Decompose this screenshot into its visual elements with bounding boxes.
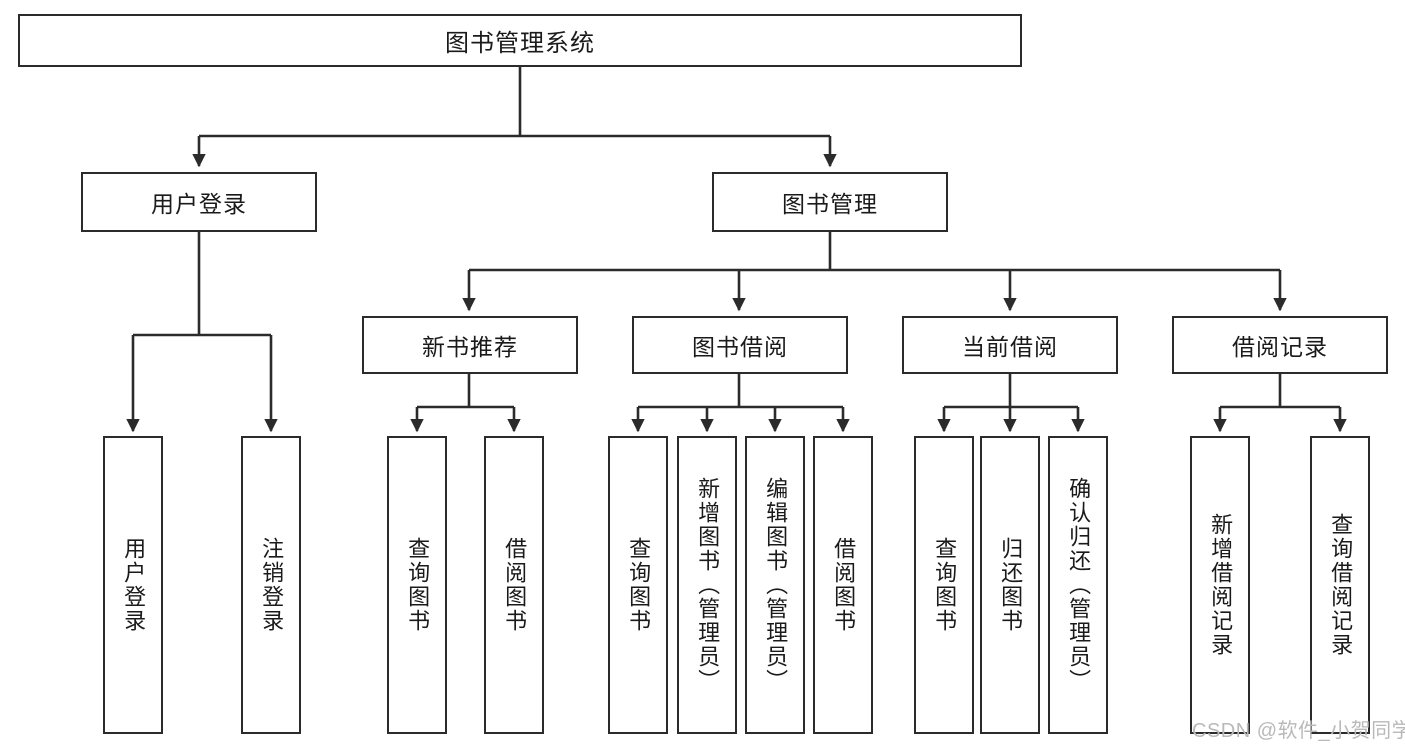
leaf-user-login[interactable]: 用户登录 bbox=[103, 436, 163, 734]
leaf-add-borrow-record[interactable]: 新增借阅记录 bbox=[1190, 436, 1250, 734]
node-user-login[interactable]: 用户登录 bbox=[81, 172, 317, 232]
leaf-confirm-return-admin[interactable]: 确认归还（管理员） bbox=[1048, 436, 1108, 734]
node-root-book-management-system[interactable]: 图书管理系统 bbox=[18, 14, 1022, 67]
leaf-borrow-book[interactable]: 借阅图书 bbox=[813, 436, 873, 734]
leaf-add-book-admin[interactable]: 新增图书（管理员） bbox=[677, 436, 737, 734]
node-book-management[interactable]: 图书管理 bbox=[712, 172, 948, 232]
node-borrowing-record[interactable]: 借阅记录 bbox=[1172, 316, 1388, 374]
node-book-borrowing[interactable]: 图书借阅 bbox=[632, 316, 848, 374]
leaf-borrow-book-newbook[interactable]: 借阅图书 bbox=[484, 436, 544, 734]
leaf-query-book-borrow[interactable]: 查询图书 bbox=[608, 436, 668, 734]
node-current-borrowing[interactable]: 当前借阅 bbox=[902, 316, 1118, 374]
csdn-watermark: CSDN @软件_小贺同学 bbox=[1192, 720, 1405, 742]
leaf-logout[interactable]: 注销登录 bbox=[241, 436, 301, 734]
leaf-query-book-newbook[interactable]: 查询图书 bbox=[387, 436, 447, 734]
leaf-query-borrow-record[interactable]: 查询借阅记录 bbox=[1310, 436, 1370, 734]
leaf-edit-book-admin[interactable]: 编辑图书（管理员） bbox=[745, 436, 805, 734]
node-new-book-recommendation[interactable]: 新书推荐 bbox=[362, 316, 578, 374]
leaf-query-book-current[interactable]: 查询图书 bbox=[914, 436, 974, 734]
leaf-return-book[interactable]: 归还图书 bbox=[980, 436, 1040, 734]
